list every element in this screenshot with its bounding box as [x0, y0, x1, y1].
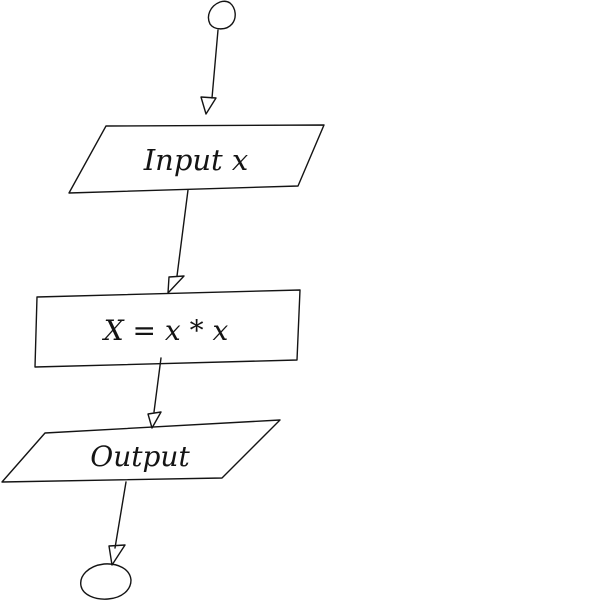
start-terminator — [207, 0, 236, 30]
output-shape — [1, 419, 281, 483]
arrow-input-to-process — [176, 189, 189, 277]
arrowhead-process-to-output — [147, 411, 162, 429]
arrowhead-input-to-process — [167, 275, 185, 294]
arrow-process-to-output — [153, 357, 162, 413]
arrowhead-start-to-input — [200, 96, 217, 115]
input-label: Input x — [143, 143, 249, 177]
arrowhead-output-to-end — [108, 544, 126, 566]
end-terminator — [80, 563, 132, 600]
arrow-start-to-input — [211, 29, 219, 99]
input-shape — [68, 124, 325, 194]
arrow-output-to-end — [114, 481, 127, 549]
output-label: Output — [90, 440, 190, 473]
process-label: X = x * x — [102, 314, 229, 347]
process-shape — [34, 289, 301, 368]
